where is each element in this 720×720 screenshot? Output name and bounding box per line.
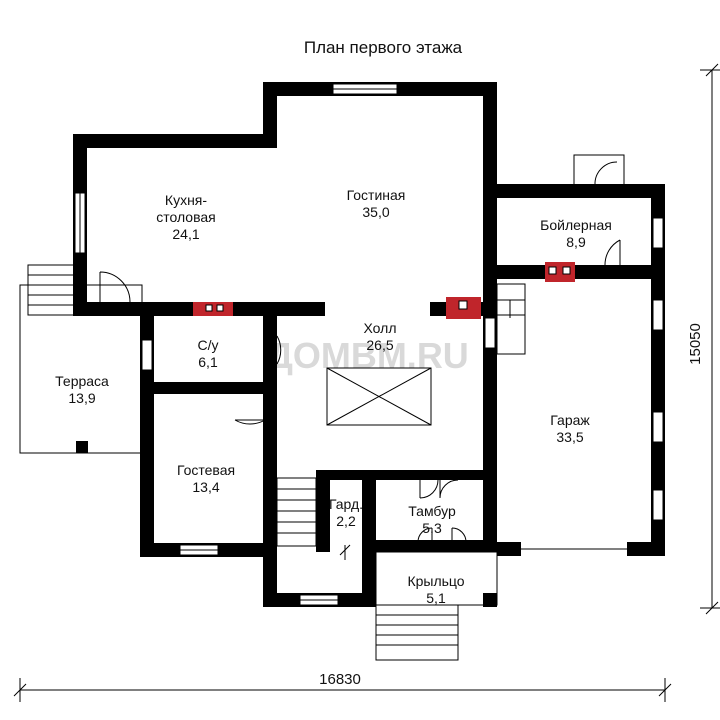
staircase (276, 477, 351, 560)
room-hall-name: Холл (364, 320, 397, 336)
room-terrace-name: Терраса (55, 373, 109, 389)
room-wardrobe-name: Гард. (329, 496, 363, 512)
room-porch-name: Крыльцо (407, 573, 464, 589)
room-boiler-area: 8,9 (566, 234, 586, 250)
height-dimension: 15050 (687, 63, 720, 615)
windows (74, 83, 664, 606)
porch (375, 551, 498, 661)
plan-title: План первого этажа (304, 38, 463, 57)
room-bath-name: С/у (198, 337, 219, 353)
room-boiler-name: Бойлерная (540, 217, 612, 233)
room-bath-area: 6,1 (198, 354, 218, 370)
room-porch-area: 5,1 (426, 590, 446, 606)
room-guest-name: Гостевая (177, 462, 235, 478)
width-dimension: 16830 (13, 671, 672, 702)
room-guest-area: 13,4 (192, 479, 219, 495)
room-living-area: 35,0 (362, 204, 389, 220)
room-terrace-area: 13,9 (68, 390, 95, 406)
room-garage-area: 33,5 (556, 429, 583, 445)
room-kitchen-name2: столовая (156, 209, 216, 225)
room-kitchen-name: Кухня- (165, 192, 207, 208)
hall-opening (326, 367, 432, 426)
room-vestibule-name: Тамбур (408, 503, 456, 519)
watermark: ДОМВМ.RU (267, 335, 469, 376)
height-dimension-label: 15050 (687, 323, 704, 365)
room-hall-area: 26,5 (366, 337, 393, 353)
doors (99, 154, 627, 550)
room-living-name: Гостиная (347, 187, 406, 203)
chimneys (193, 262, 575, 319)
width-dimension-label: 16830 (319, 671, 361, 688)
room-vestibule-area: 5,3 (422, 520, 442, 536)
room-kitchen-area: 24,1 (172, 226, 199, 242)
room-wardrobe-area: 2,2 (336, 513, 356, 529)
room-garage-name: Гараж (550, 412, 590, 428)
